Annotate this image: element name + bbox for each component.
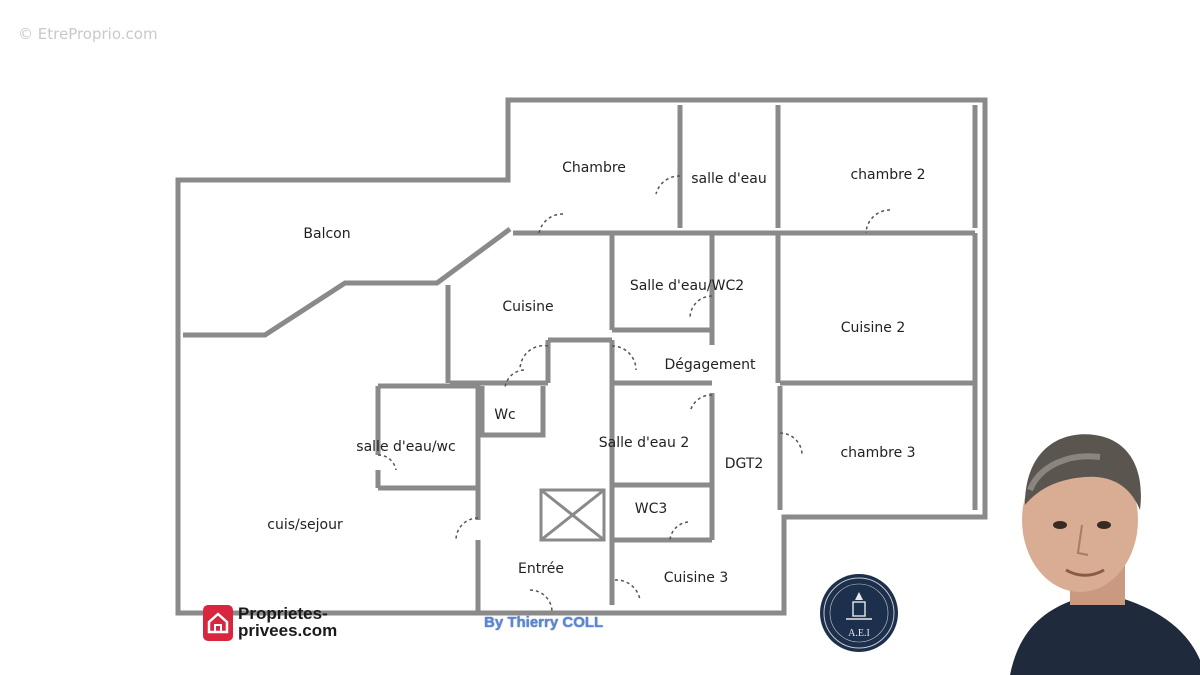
seal-emblem-icon: [823, 577, 895, 649]
seal-logo: A.E.I: [820, 574, 898, 652]
door-swing: [519, 344, 549, 371]
room-label-dgt2: DGT2: [725, 456, 764, 472]
room-label-entree: Entrée: [518, 561, 564, 577]
door-swing: [669, 521, 689, 541]
brand-line-1: Proprietes-: [238, 604, 328, 623]
room-labels: Chambre salle d'eau chambre 2 Balcon Cui…: [267, 160, 925, 586]
door-swing: [538, 213, 564, 234]
room-label-chambre-3: chambre 3: [840, 445, 915, 461]
room-label-salle-deau-wc: salle d'eau/wc: [356, 439, 455, 455]
seal-initials: A.E.I: [848, 628, 870, 639]
room-label-balcon: Balcon: [303, 226, 350, 242]
door-swing: [529, 589, 553, 613]
room-label-salle-deau-2: Salle d'eau 2: [599, 435, 689, 451]
door-swing: [611, 345, 637, 371]
outer-wall: [175, 97, 988, 616]
door-swing: [655, 175, 681, 195]
author-credit: By Thierry COLL: [484, 614, 604, 631]
room-label-chambre: Chambre: [562, 160, 626, 176]
room-label-salle-deau-wc2: Salle d'eau/WC2: [630, 278, 744, 294]
brand-line-2: privees.com: [238, 621, 338, 640]
left-block-walls: [375, 383, 546, 613]
door-swing: [504, 369, 525, 389]
house-icon: [203, 605, 233, 641]
room-label-degagement: Dégagement: [665, 357, 756, 373]
door-swing: [779, 432, 803, 456]
door-swings: [377, 175, 891, 613]
room-label-salle-deau: salle d'eau: [691, 171, 767, 187]
brand-logo: Proprietes- privees.com: [200, 603, 340, 643]
core-walls: [450, 337, 715, 605]
door-swing: [689, 394, 713, 413]
walls: [175, 97, 988, 616]
room-label-cuisine-2: Cuisine 2: [841, 320, 906, 336]
shaft: [539, 488, 606, 542]
room-label-cuisine-3: Cuisine 3: [664, 570, 729, 586]
door-swing: [689, 295, 713, 319]
room-label-cuisine: Cuisine: [502, 299, 553, 315]
balcony-rail: [183, 226, 512, 338]
room-label-wc3: WC3: [635, 501, 668, 517]
room-label-wc: Wc: [494, 407, 516, 423]
agent-portrait: [1010, 434, 1200, 675]
watermark: © EtreProprio.com: [18, 25, 158, 43]
room-label-chambre-2: chambre 2: [850, 167, 925, 183]
top-row-walls: [513, 105, 978, 236]
door-swing: [614, 579, 641, 601]
door-swing: [455, 517, 479, 541]
door-swing: [865, 209, 891, 234]
right-rooms-walls: [775, 233, 978, 510]
door-swing: [377, 454, 397, 471]
room-label-cuis-sejour: cuis/sejour: [267, 517, 343, 533]
center-walls: [445, 233, 715, 386]
